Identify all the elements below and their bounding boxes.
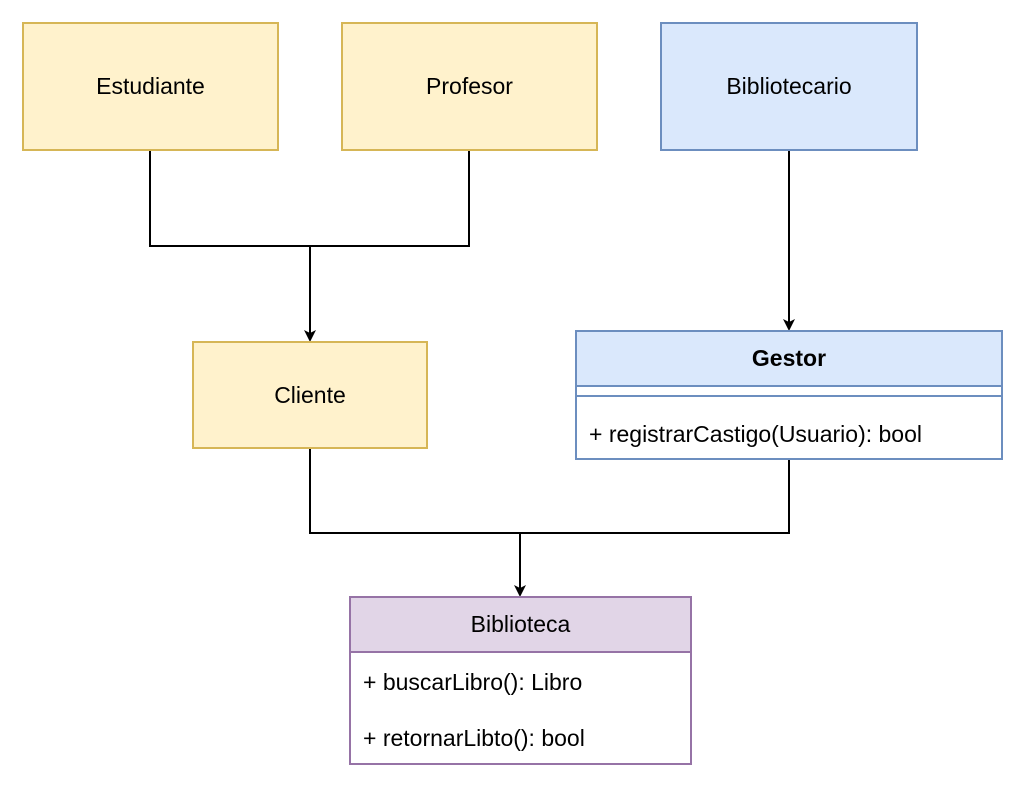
class-biblioteca-method-retornar: + retornarLibto(): bool	[363, 725, 585, 751]
class-gestor-title: Gestor	[751, 345, 827, 371]
class-gestor[interactable]: Gestor + registrarCastigo(Usuario): bool	[575, 330, 1003, 460]
class-gestor-method: + registrarCastigo(Usuario): bool	[589, 421, 922, 447]
node-cliente[interactable]: Cliente	[192, 341, 428, 449]
class-gestor-header: Gestor	[577, 332, 1001, 387]
class-biblioteca[interactable]: Biblioteca + buscarLibro(): Libro + reto…	[349, 596, 692, 765]
node-bibliotecario-label: Bibliotecario	[726, 73, 852, 99]
edge-cliente-to-biblioteca	[309, 449, 526, 597]
node-profesor-label: Profesor	[426, 73, 513, 99]
node-estudiante-label: Estudiante	[96, 73, 205, 99]
node-bibliotecario[interactable]: Bibliotecario	[660, 22, 918, 151]
node-profesor[interactable]: Profesor	[341, 22, 598, 151]
class-biblioteca-title: Biblioteca	[470, 611, 571, 637]
edge-gestor-to-biblioteca	[520, 460, 790, 534]
class-biblioteca-method-buscar: + buscarLibro(): Libro	[363, 669, 583, 695]
edge-estudiante-to-cliente	[149, 151, 316, 342]
class-biblioteca-header: Biblioteca	[351, 598, 690, 653]
edge-profesor-to-cliente	[310, 151, 470, 247]
class-gestor-divider	[577, 395, 1001, 397]
node-cliente-label: Cliente	[274, 381, 346, 408]
node-estudiante[interactable]: Estudiante	[22, 22, 279, 151]
